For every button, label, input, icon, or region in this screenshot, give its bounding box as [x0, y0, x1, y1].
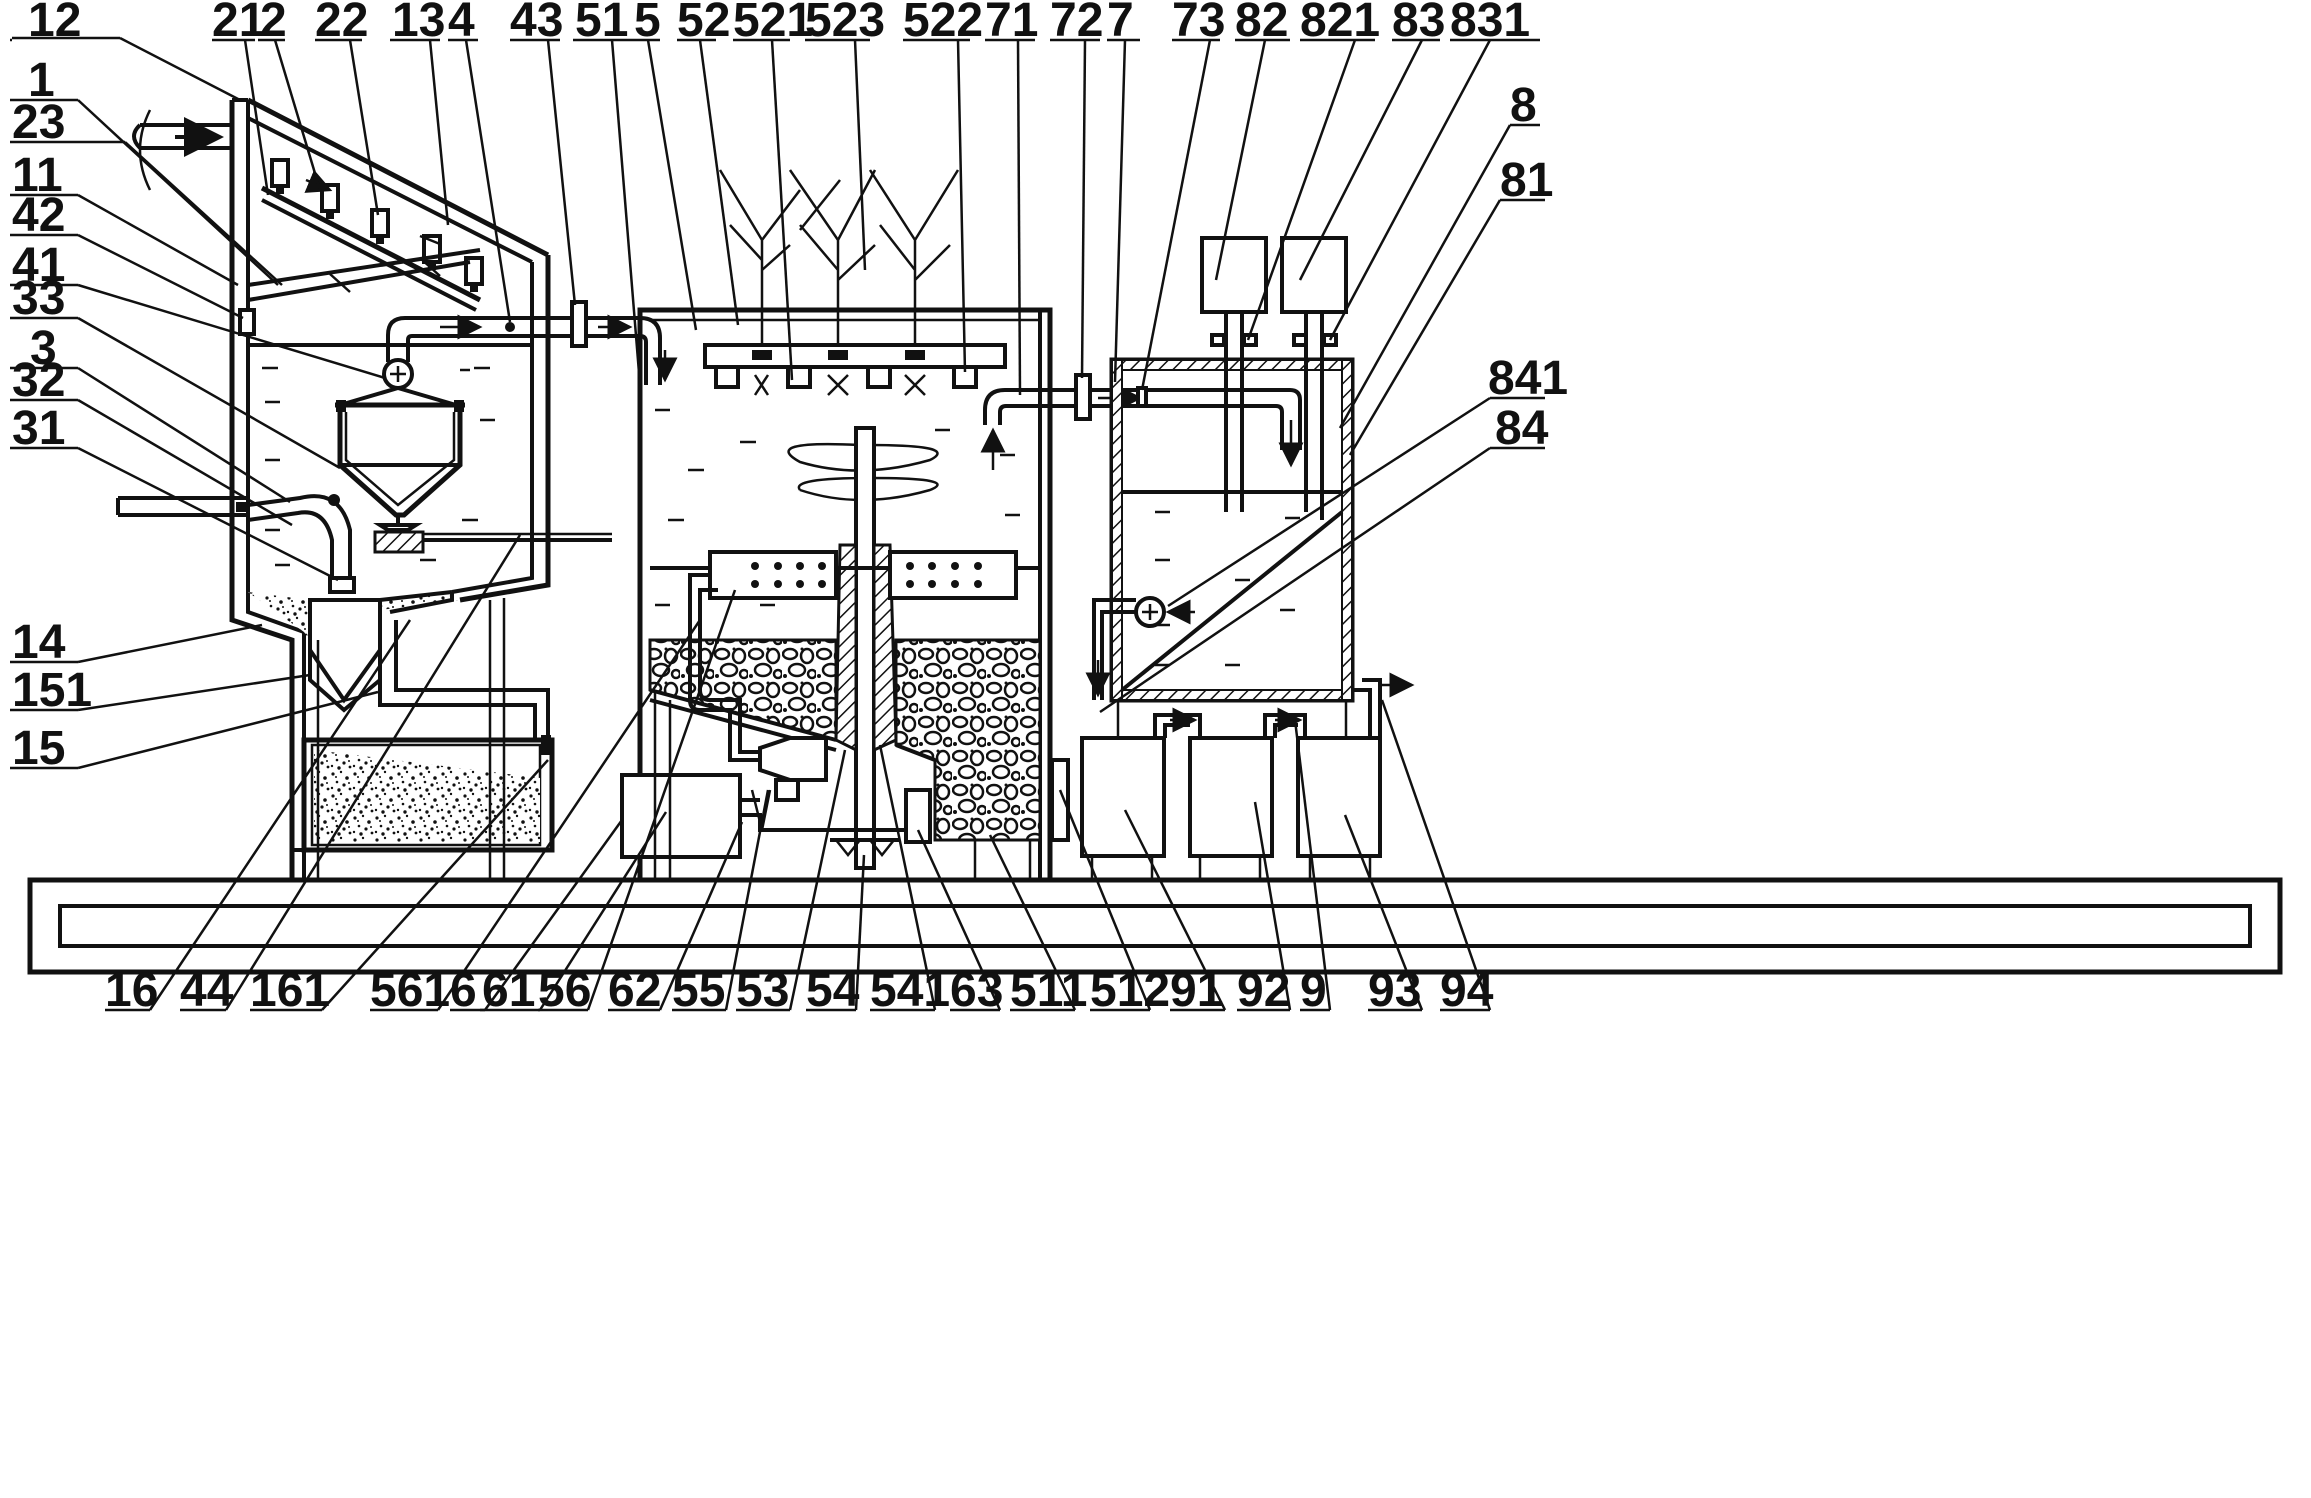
label-841: 841: [1488, 352, 1568, 405]
label-54: 54: [806, 964, 860, 1017]
label-42: 42: [12, 189, 65, 242]
label-1: 1: [28, 54, 55, 107]
label-31: 31: [12, 402, 65, 455]
label-93: 93: [1368, 964, 1421, 1017]
label-14: 14: [12, 616, 66, 669]
label-62: 62: [608, 964, 661, 1017]
nozzle: [464, 256, 484, 292]
label-512: 512: [1090, 964, 1170, 1017]
label-72: 72: [1050, 0, 1103, 47]
label-16: 16: [105, 964, 158, 1017]
leader-lines: [10, 36, 1545, 1012]
label-8: 8: [1510, 79, 1537, 132]
label-21: 21: [212, 0, 265, 47]
nozzle: [320, 183, 340, 219]
label-91: 91: [1170, 964, 1223, 1017]
label-821: 821: [1300, 0, 1380, 47]
label-61: 61: [482, 964, 535, 1017]
label-7: 7: [1107, 0, 1134, 47]
label-151: 151: [12, 664, 92, 717]
label-56: 56: [538, 964, 591, 1017]
label-9: 9: [1300, 964, 1327, 1017]
label-561: 561: [370, 964, 450, 1017]
label-41: 41: [12, 239, 65, 292]
labels: 12 21 2 22 13 4 43 51 5 52 521 523 522 7…: [12, 0, 1568, 1017]
label-22: 22: [315, 0, 368, 47]
label-831: 831: [1450, 0, 1530, 47]
label-511: 511: [1010, 964, 1087, 1017]
nozzle: [370, 208, 390, 244]
label-11: 11: [12, 149, 63, 202]
label-82: 82: [1235, 0, 1288, 47]
label-5: 5: [634, 0, 661, 47]
label-522: 522: [903, 0, 983, 47]
label-55: 55: [672, 964, 725, 1017]
label-3: 3: [30, 322, 57, 375]
label-13: 13: [392, 0, 445, 47]
right-tank-unit: [1080, 236, 1415, 880]
label-52: 52: [677, 0, 730, 47]
label-4: 4: [448, 0, 475, 47]
label-71: 71: [985, 0, 1038, 47]
nozzle: [270, 158, 290, 194]
label-51: 51: [575, 0, 628, 47]
label-12: 12: [28, 0, 81, 47]
label-92: 92: [1237, 964, 1290, 1017]
label-73: 73: [1172, 0, 1225, 47]
label-2: 2: [260, 0, 287, 47]
label-32: 32: [12, 354, 65, 407]
label-44: 44: [180, 964, 234, 1017]
label-81: 81: [1500, 154, 1553, 207]
label-63: 63: [950, 964, 1003, 1017]
label-23: 23: [12, 96, 65, 149]
label-53: 53: [736, 964, 789, 1017]
base-frame: [27, 877, 2283, 975]
left-tank-unit: [116, 97, 678, 880]
label-15: 15: [12, 722, 65, 775]
label-83: 83: [1392, 0, 1445, 47]
label-33: 33: [12, 272, 65, 325]
label-84: 84: [1495, 402, 1549, 455]
label-161: 161: [250, 964, 330, 1017]
label-521: 521: [733, 0, 813, 47]
label-94: 94: [1440, 964, 1494, 1017]
label-523: 523: [805, 0, 885, 47]
label-43: 43: [510, 0, 563, 47]
label-6: 6: [450, 964, 477, 1017]
label-541: 541: [870, 964, 950, 1017]
